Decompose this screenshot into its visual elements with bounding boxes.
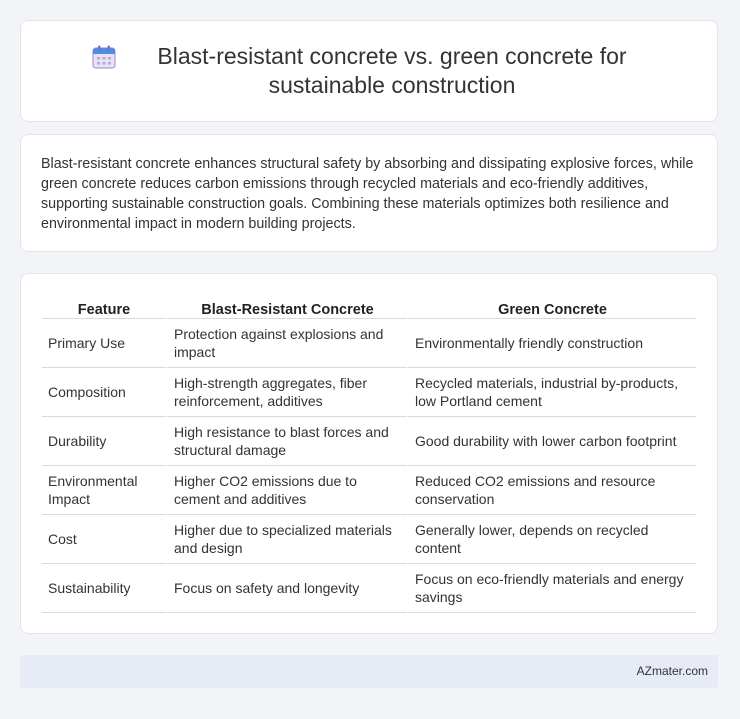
row-blast-value: Protection against explosions and impact xyxy=(166,319,407,368)
row-feature: Environmental Impact xyxy=(42,466,166,515)
intro-card: Blast-resistant concrete enhances struct… xyxy=(20,134,718,252)
intro-text: Blast-resistant concrete enhances struct… xyxy=(41,156,694,232)
title-card: Blast-resistant concrete vs. green concr… xyxy=(20,20,718,122)
column-header-feature: Feature xyxy=(42,296,166,319)
comparison-table: Feature Blast-Resistant Concrete Green C… xyxy=(42,296,696,613)
row-blast-value: Higher CO2 emissions due to cement and a… xyxy=(166,466,407,515)
row-green-value: Environmentally friendly construction xyxy=(407,319,696,368)
title-wrap: Blast-resistant concrete vs. green concr… xyxy=(91,42,647,100)
row-green-value: Reduced CO2 emissions and resource conse… xyxy=(407,466,696,515)
row-green-value: Generally lower, depends on recycled con… xyxy=(407,515,696,564)
column-header-green: Green Concrete xyxy=(407,296,696,319)
row-blast-value: Higher due to specialized materials and … xyxy=(166,515,407,564)
table-row: Cost Higher due to specialized materials… xyxy=(42,515,696,564)
row-blast-value: High resistance to blast forces and stru… xyxy=(166,417,407,466)
table-row: Sustainability Focus on safety and longe… xyxy=(42,564,696,613)
table-row: Primary Use Protection against explosion… xyxy=(42,319,696,368)
table-row: Environmental Impact Higher CO2 emission… xyxy=(42,466,696,515)
table-row: Composition High-strength aggregates, fi… xyxy=(42,368,696,417)
row-green-value: Focus on eco-friendly materials and ener… xyxy=(407,564,696,613)
row-feature: Composition xyxy=(42,368,166,417)
comparison-table-card: Feature Blast-Resistant Concrete Green C… xyxy=(20,273,718,634)
footer-bar: AZmater.com xyxy=(20,655,718,688)
calendar-icon xyxy=(91,44,117,70)
table-row: Durability High resistance to blast forc… xyxy=(42,417,696,466)
column-header-blast-resistant: Blast-Resistant Concrete xyxy=(166,296,407,319)
table-header-row: Feature Blast-Resistant Concrete Green C… xyxy=(42,296,696,319)
row-green-value: Good durability with lower carbon footpr… xyxy=(407,417,696,466)
row-blast-value: Focus on safety and longevity xyxy=(166,564,407,613)
footer-site-link[interactable]: AZmater.com xyxy=(636,664,708,678)
page-title: Blast-resistant concrete vs. green concr… xyxy=(157,43,627,98)
row-feature: Primary Use xyxy=(42,319,166,368)
row-blast-value: High-strength aggregates, fiber reinforc… xyxy=(166,368,407,417)
row-green-value: Recycled materials, industrial by-produc… xyxy=(407,368,696,417)
row-feature: Cost xyxy=(42,515,166,564)
row-feature: Sustainability xyxy=(42,564,166,613)
row-feature: Durability xyxy=(42,417,166,466)
